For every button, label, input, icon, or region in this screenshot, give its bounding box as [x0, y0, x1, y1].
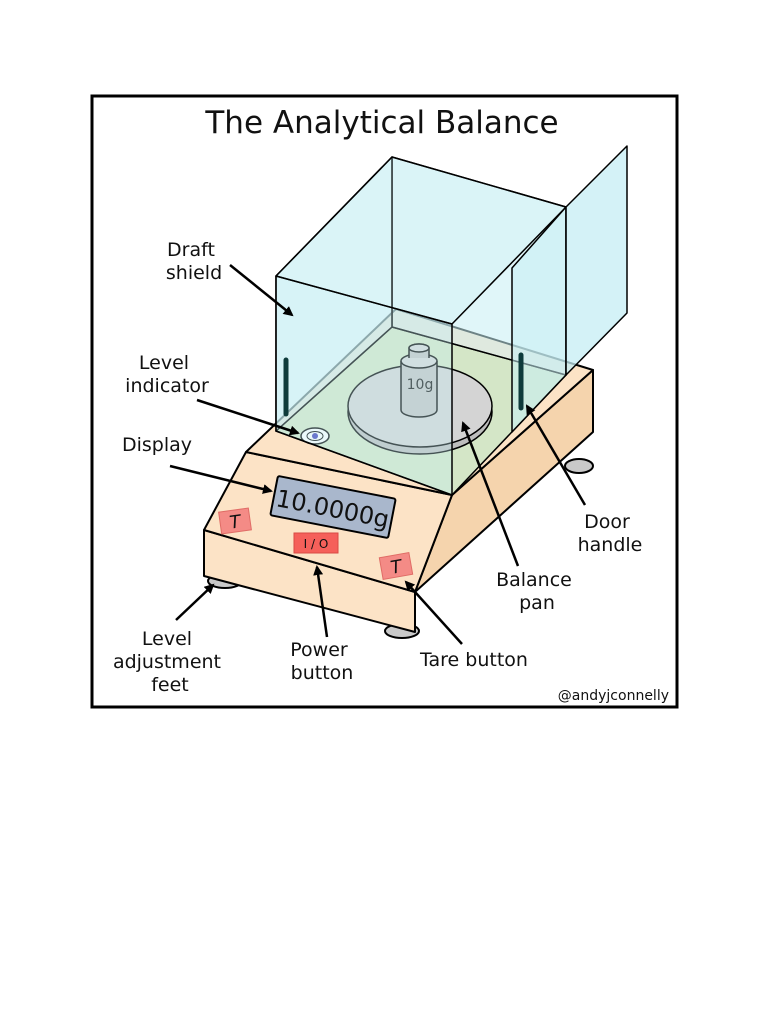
- label-power-button: Power button: [290, 639, 354, 684]
- shield-right-door-open: [565, 145, 628, 376]
- label-draft-shield: Draft shield: [166, 239, 222, 284]
- level-bubble: [312, 433, 318, 439]
- tare-button-right[interactable]: T: [378, 551, 414, 581]
- arrow-balance-pan: [461, 421, 520, 567]
- label-level-indicator: Level indicator: [125, 352, 209, 397]
- credit: @andyjconnelly: [558, 688, 669, 704]
- label-display: Display: [122, 434, 192, 456]
- arrow-tare-button: [404, 580, 463, 645]
- power-button[interactable]: I / O: [293, 532, 339, 554]
- label-door-handle: Door handle: [578, 511, 643, 556]
- tare-button-left[interactable]: T: [218, 507, 252, 535]
- callout-arrows: [169, 264, 587, 645]
- weight-label: 10g: [407, 377, 434, 393]
- arrow-display: [169, 464, 273, 494]
- arrow-power-button: [313, 565, 329, 638]
- level-indicator: [300, 427, 330, 445]
- label-level-feet: Level adjustment feet: [113, 628, 227, 696]
- arrow-draft-shield: [229, 264, 294, 317]
- arrow-level-indicator: [196, 398, 300, 436]
- level-foot-right: [564, 458, 594, 474]
- label-balance-pan: Balance pan: [496, 569, 578, 614]
- arrow-level-feet: [175, 583, 215, 621]
- arrow-door-handle: [525, 404, 587, 506]
- power-key-label: I / O: [304, 537, 329, 551]
- diagram-title: The Analytical Balance: [204, 105, 558, 141]
- label-tare-button: Tare button: [419, 649, 528, 671]
- calibration-weight: [400, 343, 438, 418]
